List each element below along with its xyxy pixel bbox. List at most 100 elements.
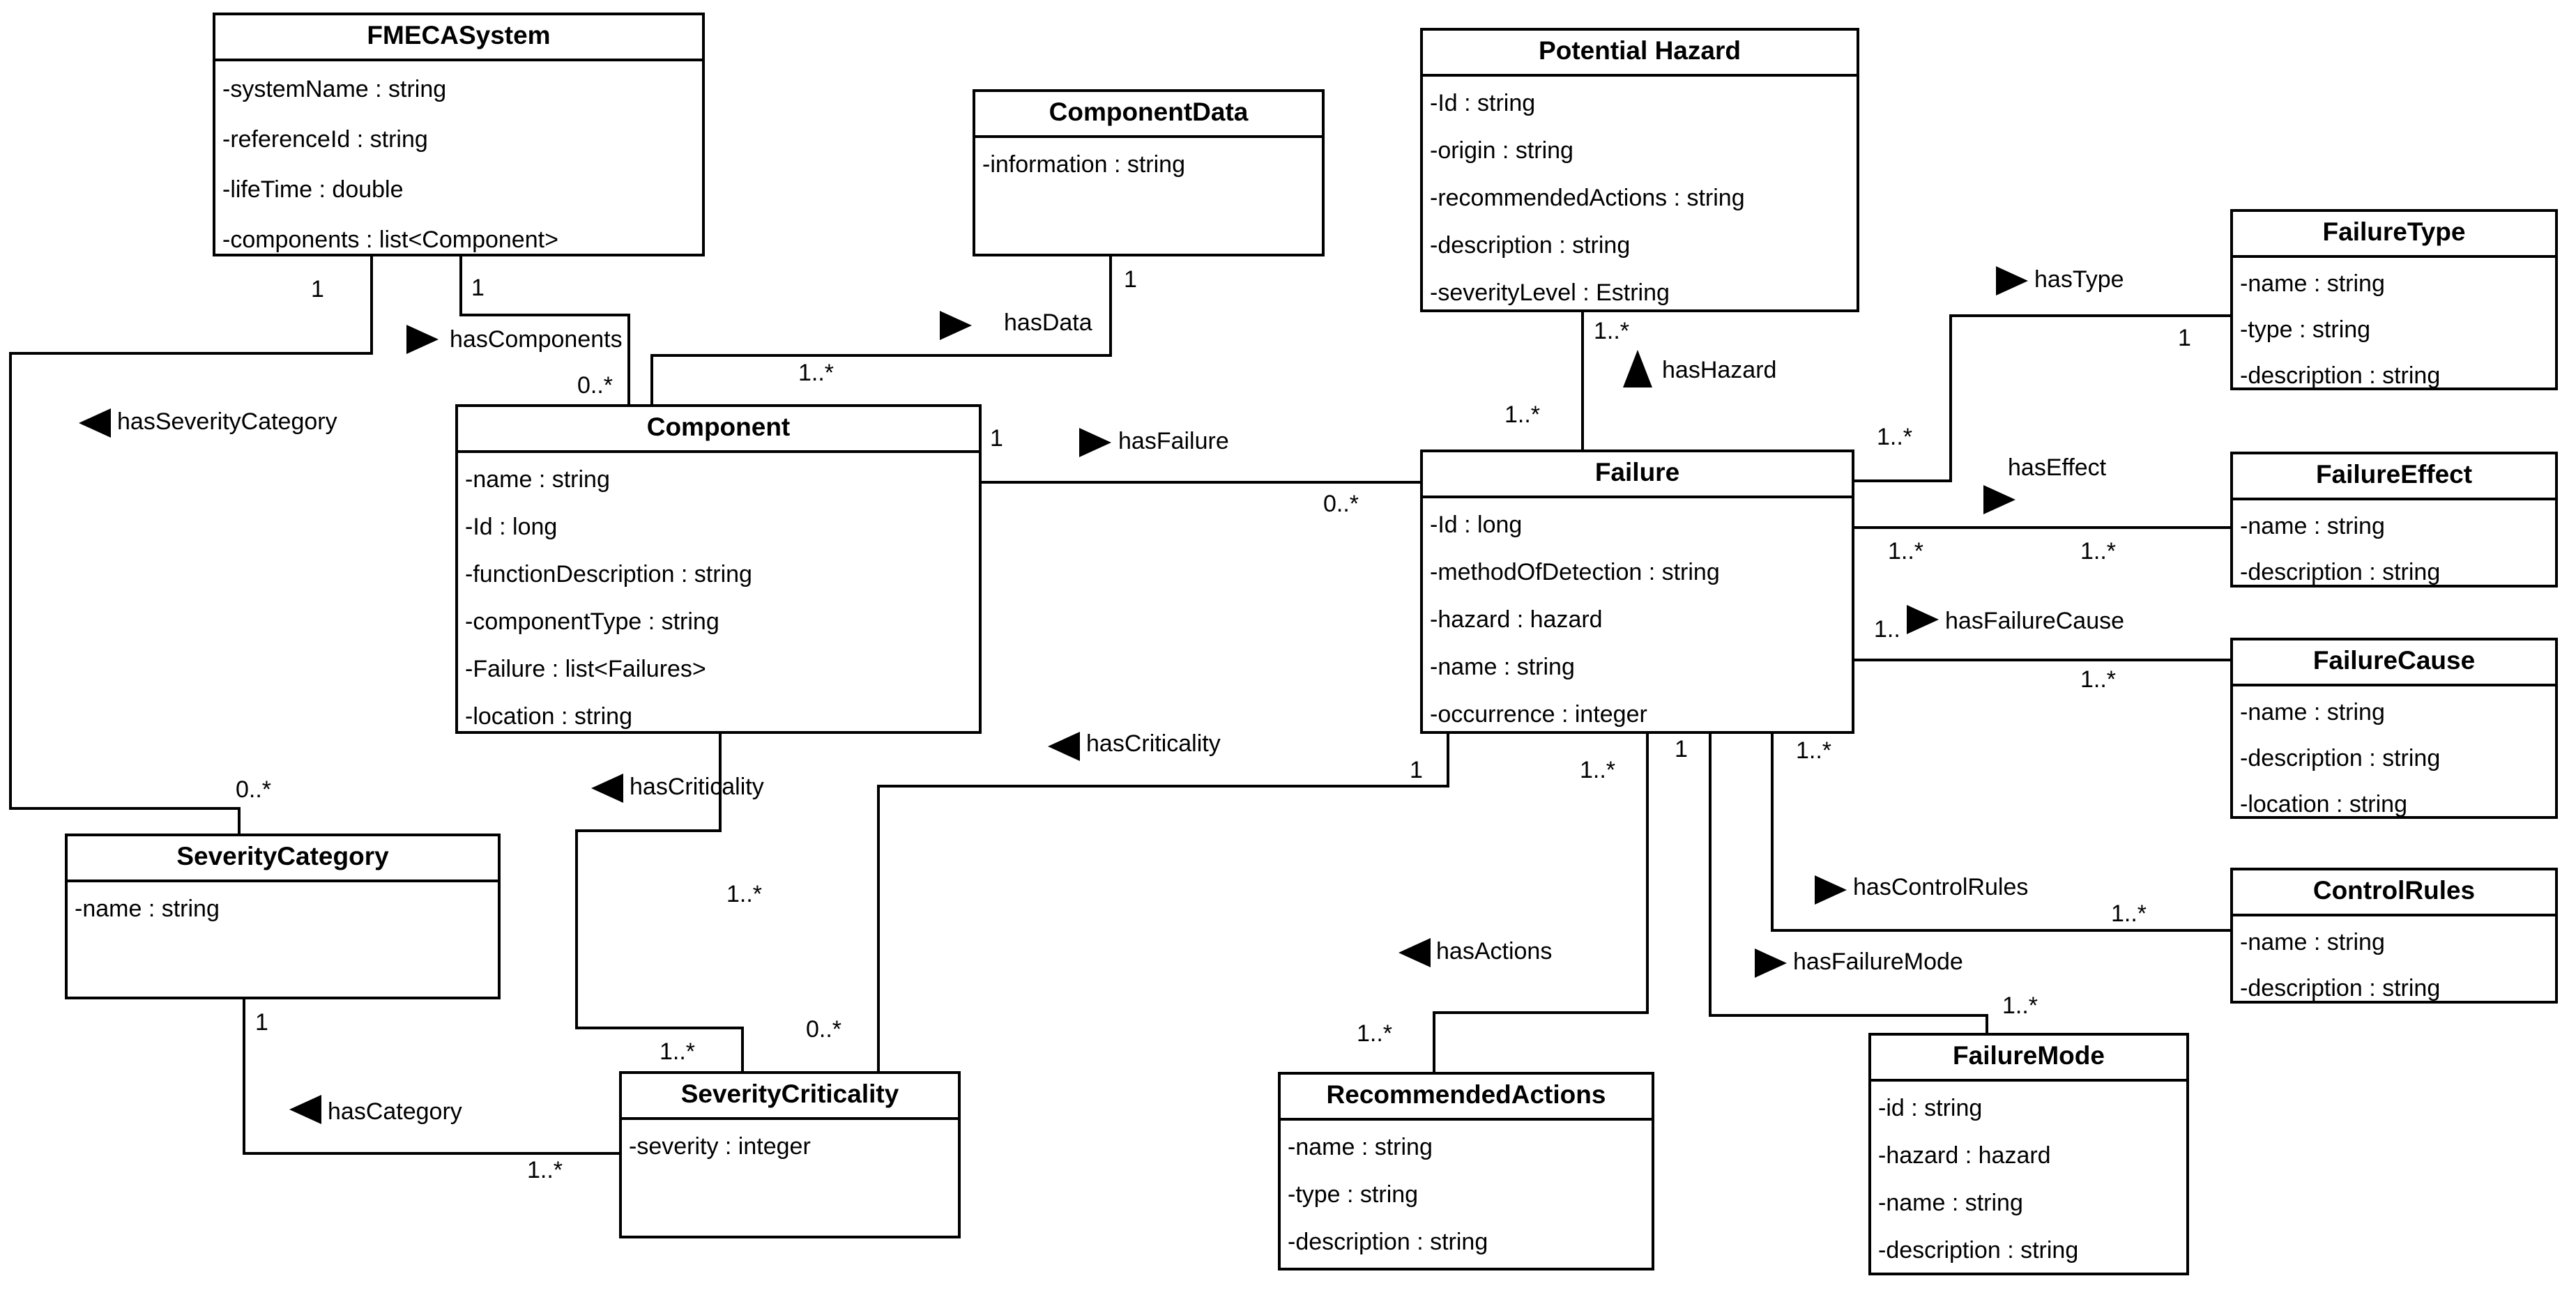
attribute-list: -Id : string -origin : string -recommend… [1423, 77, 1857, 319]
attribute: -systemName : string [222, 76, 447, 102]
association-label-hasdata: hasData [1004, 309, 1092, 336]
multiplicity-hasfailure-target: 0..* [1323, 491, 1359, 517]
attribute: -name : string [2240, 929, 2385, 955]
multiplicity-hasfailure-source: 1 [990, 425, 1003, 452]
association-label-hascriticality-component: hasCriticality [630, 774, 764, 800]
class-title: SeverityCriticality [622, 1074, 958, 1120]
connector-hasseveritycategory[interactable] [9, 256, 373, 834]
class-component[interactable]: Component -name : string -Id : long -fun… [455, 404, 982, 734]
attribute-list: -name : string -description : string -lo… [2233, 686, 2555, 830]
connector-hascomponents[interactable] [459, 256, 630, 404]
connector-hascriticality-component[interactable] [575, 734, 744, 1071]
multiplicity-hashazard-source: 1..* [1504, 401, 1541, 428]
attribute: -origin : string [1430, 137, 1573, 164]
attribute: -referenceId : string [222, 126, 428, 153]
class-title: SeverityCategory [68, 836, 498, 882]
connector-hasdata[interactable] [650, 256, 1112, 404]
attribute: -name : string [1288, 1134, 1433, 1160]
multiplicity-hascriticality-failure-source: 1 [1410, 757, 1423, 783]
class-title: Component [458, 407, 979, 453]
multiplicity-hasactions-source: 1..* [1580, 757, 1616, 783]
attribute-list: -name : string -description : string [2233, 500, 2555, 598]
connector-hasactions[interactable] [1433, 734, 1649, 1072]
class-title: Potential Hazard [1423, 31, 1857, 77]
class-fmecasystem[interactable]: FMECASystem -systemName : string -refere… [213, 13, 705, 256]
multiplicity-hascriticality-component-target: 1..* [660, 1038, 696, 1065]
class-failuremode[interactable]: FailureMode -id : string -hazard : hazar… [1868, 1033, 2189, 1275]
class-potential-hazard[interactable]: Potential Hazard -Id : string -origin : … [1420, 28, 1859, 312]
hastype-arrow-icon [1996, 266, 2028, 295]
hasfailuremode-arrow-icon [1755, 949, 1787, 978]
multiplicity-hascriticality-component-source: 1..* [726, 881, 763, 907]
attribute: -severityLevel : Estring [1430, 279, 1670, 306]
multiplicity-hascomponents-source: 1 [471, 275, 485, 301]
attribute: -hazard : hazard [1878, 1142, 2051, 1169]
hasfailurecause-arrow-icon [1907, 605, 1939, 634]
attribute: -description : string [2240, 559, 2441, 585]
class-failure[interactable]: Failure -Id : long -methodOfDetection : … [1420, 450, 1854, 734]
hascomponents-arrow-icon [406, 325, 439, 354]
class-title: FMECASystem [215, 15, 702, 61]
hashazard-arrow-icon [1623, 350, 1652, 387]
attribute-list: -name : string [68, 882, 498, 935]
multiplicity-haseffect-source: 1..* [1888, 538, 1924, 565]
attribute-list: -name : string -description : string [2233, 916, 2555, 1014]
attribute: -name : string [1878, 1190, 2023, 1216]
multiplicity-hasfailurecause-target: 1..* [2080, 666, 2117, 693]
attribute: -Failure : list<Failures> [465, 656, 706, 682]
multiplicity-hasseveritycategory-target: 0..* [236, 776, 272, 803]
connector-hascriticality-failure[interactable] [877, 734, 1449, 1071]
multiplicity-hascriticality-failure-target: 0..* [806, 1016, 842, 1043]
class-severitycategory[interactable]: SeverityCategory -name : string [65, 834, 501, 999]
connector-hasfailuremode[interactable] [1709, 734, 1988, 1033]
attribute-list: -systemName : string -referenceId : stri… [215, 61, 702, 268]
attribute-list: -name : string -type : string -descripti… [1281, 1121, 1652, 1268]
attribute: -name : string [465, 466, 610, 493]
hasactions-arrow-icon [1398, 938, 1431, 967]
hascriticality-failure-arrow-icon [1048, 732, 1080, 761]
association-label-hasactions: hasActions [1436, 938, 1553, 965]
hascriticality-component-arrow-icon [591, 774, 623, 803]
multiplicity-hasdata-target: 1..* [798, 360, 834, 386]
connector-hastype[interactable] [1854, 314, 2230, 482]
class-title: Failure [1423, 452, 1852, 498]
attribute: -id : string [1878, 1095, 1983, 1121]
multiplicity-hascategory-target: 1..* [527, 1157, 563, 1183]
haseffect-arrow-icon [1983, 485, 2015, 514]
association-label-hastype: hasType [2034, 266, 2124, 293]
hascategory-arrow-icon [289, 1095, 321, 1124]
class-componentdata[interactable]: ComponentData -information : string [973, 89, 1325, 256]
attribute-list: -information : string [975, 138, 1322, 191]
attribute-list: -Id : long -methodOfDetection : string -… [1423, 498, 1852, 741]
association-label-hascomponents: hasComponents [450, 326, 623, 353]
attribute: -occurrence : integer [1430, 701, 1647, 728]
attribute: -location : string [2240, 791, 2407, 817]
attribute-list: -id : string -hazard : hazard -name : st… [1871, 1082, 2186, 1277]
association-label-hasfailuremode: hasFailureMode [1793, 949, 1963, 975]
attribute: -description : string [1288, 1229, 1488, 1255]
association-label-haseffect: hasEffect [2008, 454, 2107, 481]
class-failureeffect[interactable]: FailureEffect -name : string -descriptio… [2230, 452, 2558, 588]
attribute: -Id : long [465, 514, 558, 540]
attribute: -lifeTime : double [222, 176, 404, 203]
class-recommendedactions[interactable]: RecommendedActions -name : string -type … [1278, 1072, 1654, 1270]
class-title: FailureEffect [2233, 454, 2555, 500]
connector-hascontrolrules[interactable] [1771, 734, 2230, 932]
class-title: FailureType [2233, 212, 2555, 258]
attribute: -hazard : hazard [1430, 606, 1603, 633]
class-severitycriticality[interactable]: SeverityCriticality -severity : integer [619, 1071, 961, 1238]
class-failurecause[interactable]: FailureCause -name : string -description… [2230, 638, 2558, 819]
attribute: -functionDescription : string [465, 561, 752, 588]
multiplicity-hasfailuremode-source: 1 [1675, 736, 1688, 762]
multiplicity-hasdata-source: 1 [1124, 266, 1137, 293]
attribute-list: -name : string -Id : long -functionDescr… [458, 453, 979, 743]
class-failuretype[interactable]: FailureType -name : string -type : strin… [2230, 209, 2558, 390]
attribute-list: -name : string -type : string -descripti… [2233, 258, 2555, 401]
attribute: -type : string [1288, 1181, 1419, 1208]
class-controlrules[interactable]: ControlRules -name : string -description… [2230, 868, 2558, 1004]
hascontrolrules-arrow-icon [1815, 875, 1847, 905]
connector-hascategory[interactable] [243, 999, 619, 1155]
attribute: -description : string [1878, 1237, 2079, 1264]
attribute: -methodOfDetection : string [1430, 559, 1720, 585]
